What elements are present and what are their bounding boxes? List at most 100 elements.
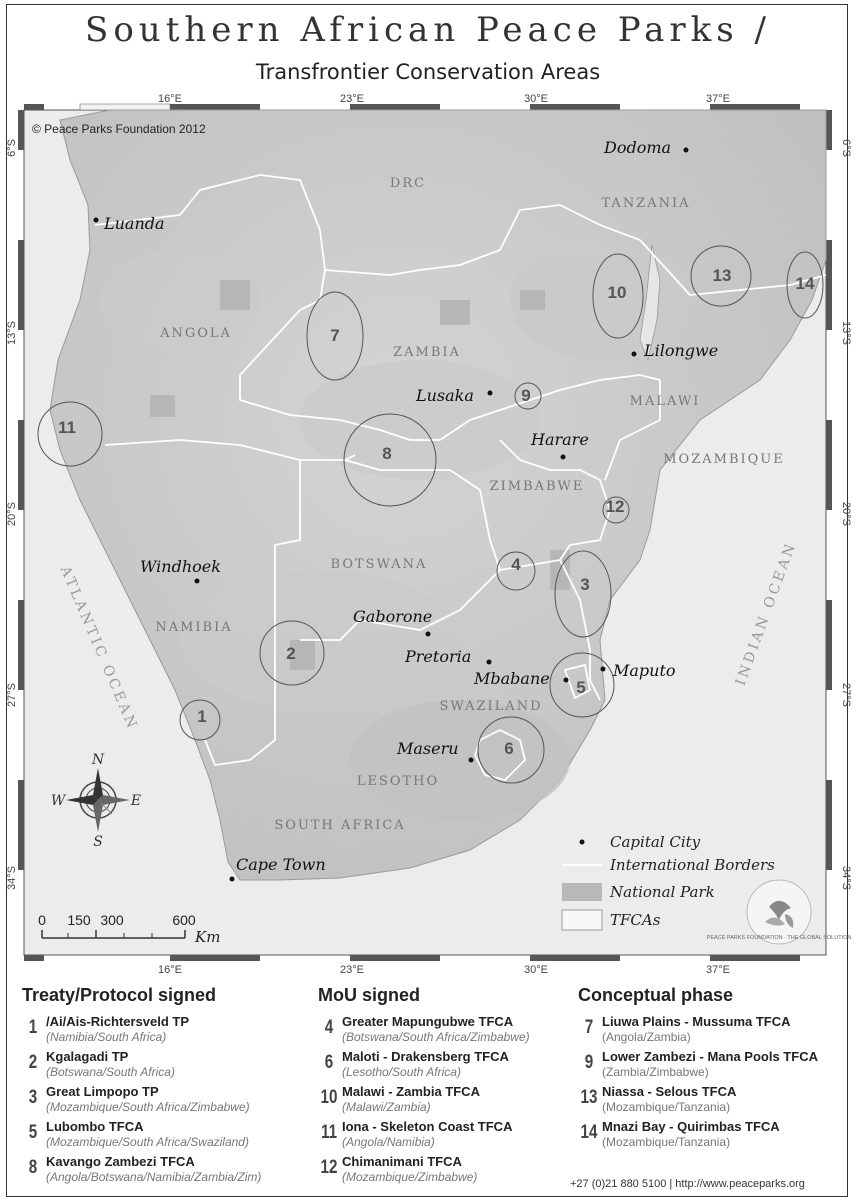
tfca-marker: 5 xyxy=(576,678,585,697)
tfca-marker: 8 xyxy=(382,444,391,463)
capital-label: Maseru xyxy=(396,739,459,758)
compass-rose-icon: N S E W xyxy=(51,752,141,850)
country-label: DRC xyxy=(390,176,426,191)
svg-text:27°S: 27°S xyxy=(6,683,18,707)
svg-text:150: 150 xyxy=(67,912,91,928)
svg-text:13°S: 13°S xyxy=(6,321,18,345)
svg-text:20°S: 20°S xyxy=(6,502,18,526)
svg-text:13°S: 13°S xyxy=(840,321,852,345)
legend-item: 10 Malawi - Zambia TFCA (Malawi/Zambia) xyxy=(320,1084,480,1114)
legend-item: 3 Great Limpopo TP (Mozambique/South Afr… xyxy=(28,1084,250,1114)
tfca-circles xyxy=(37,245,824,784)
country-label: SOUTH AFRICA xyxy=(274,818,405,833)
svg-text:Capital City: Capital City xyxy=(610,833,701,851)
svg-text:600: 600 xyxy=(172,912,196,928)
country-label: NAMIBIA xyxy=(155,620,232,635)
capital-label: Pretoria xyxy=(404,647,471,666)
legend-item: 1 /Ai/Ais-Richtersveld TP (Namibia/South… xyxy=(28,1014,190,1044)
svg-text:Km: Km xyxy=(194,928,220,946)
capital-labels: Dodoma Luanda Lilongwe Lusaka Harare Win… xyxy=(103,138,718,874)
svg-text:TFCAs: TFCAs xyxy=(610,911,661,929)
legend-item: 12 Chimanimani TFCA (Mozambique/Zimbabwe… xyxy=(320,1154,478,1184)
svg-text:16°E: 16°E xyxy=(158,964,182,976)
svg-text:N: N xyxy=(91,752,105,768)
svg-text:30°E: 30°E xyxy=(524,964,548,976)
legend-item: 13 Niassa - Selous TFCA (Mozambique/Tanz… xyxy=(580,1084,737,1114)
svg-text:6°S: 6°S xyxy=(840,139,852,157)
svg-text:23°E: 23°E xyxy=(340,964,364,976)
international-borders xyxy=(94,174,827,781)
legend-item: 4 Greater Mapungubwe TFCA (Botswana/Sout… xyxy=(324,1014,530,1044)
svg-text:34°S: 34°S xyxy=(840,866,852,890)
tfca-marker: 12 xyxy=(606,497,625,516)
tfca-numbers: 1 2 3 4 5 6 7 8 9 10 11 12 13 14 xyxy=(58,266,815,758)
legend-heading: Treaty/Protocol signed xyxy=(22,985,217,1005)
country-labels: DRC TANZANIA ANGOLA ZAMBIA MALAWI MOZAMB… xyxy=(155,176,785,833)
svg-text:27°S: 27°S xyxy=(840,683,852,707)
tfca-marker: 3 xyxy=(580,575,589,594)
tfca-marker: 10 xyxy=(608,283,627,302)
svg-text:National Park: National Park xyxy=(609,883,715,901)
legend-conceptual: Conceptual phase 7 Liuwa Plains - Mussum… xyxy=(578,985,848,1154)
svg-text:PEACE PARKS FOUNDATION · THE G: PEACE PARKS FOUNDATION · THE GLOBAL SOLU… xyxy=(707,935,852,941)
page-title: Southern African Peace Parks / xyxy=(85,10,771,50)
capital-label: Cape Town xyxy=(236,855,326,874)
lake-malawi xyxy=(639,244,661,362)
legend-heading: MoU signed xyxy=(318,985,420,1005)
capital-label: Mbabane xyxy=(473,669,550,688)
legend-mou: MoU signed 4 Greater Mapungubwe TFCA (Bo… xyxy=(318,985,598,1189)
scale-bar: 0 150 300 600 Km xyxy=(38,912,220,946)
graticule-labels: 16°E 23°E 30°E 37°E 16°E 23°E 30°E 37°E … xyxy=(6,93,852,976)
svg-text:S: S xyxy=(93,834,103,850)
svg-text:37°E: 37°E xyxy=(706,964,730,976)
legend-treaty: Treaty/Protocol signed 1 /Ai/Ais-Richter… xyxy=(22,985,302,1189)
capital-label: Lilongwe xyxy=(643,341,718,360)
country-label: ZIMBABWE xyxy=(490,479,585,494)
graticule-bars xyxy=(18,103,832,961)
copyright-text: © Peace Parks Foundation 2012 xyxy=(32,122,206,136)
legend-item: 14 Mnazi Bay - Quirimbas TFCA (Mozambiqu… xyxy=(580,1119,780,1149)
country-label: LESOTHO xyxy=(357,774,439,789)
legend-item: 7 Liuwa Plains - Mussuma TFCA (Angola/Za… xyxy=(584,1014,791,1044)
svg-text:6°S: 6°S xyxy=(6,139,18,157)
capital-label: Harare xyxy=(530,430,589,449)
tfca-marker: 2 xyxy=(286,644,295,663)
svg-text:23°E: 23°E xyxy=(340,93,364,105)
peace-parks-logo: PEACE PARKS FOUNDATION · THE GLOBAL SOLU… xyxy=(707,879,852,945)
svg-text:E: E xyxy=(130,793,141,809)
svg-text:37°E: 37°E xyxy=(706,93,730,105)
capital-dots xyxy=(93,147,689,882)
tfca-marker: 11 xyxy=(58,418,76,437)
legend-item: 6 Maloti - Drakensberg TFCA (Lesotho/Sou… xyxy=(324,1049,509,1079)
legend-heading: Conceptual phase xyxy=(578,985,734,1005)
map-legend: Capital City International Borders Natio… xyxy=(561,833,775,931)
legend-item: 8 Kavango Zambezi TFCA (Angola/Botswana/… xyxy=(28,1154,262,1184)
country-label: ZAMBIA xyxy=(393,345,461,360)
tfca-marker: 6 xyxy=(504,739,513,758)
tfca-marker: 14 xyxy=(796,274,815,293)
capital-label: Lusaka xyxy=(415,386,474,405)
country-label: BOTSWANA xyxy=(331,557,428,572)
tfca-marker: 4 xyxy=(511,555,521,574)
capital-label: Luanda xyxy=(103,214,165,233)
country-label: MOZAMBIQUE xyxy=(663,452,785,467)
svg-text:20°S: 20°S xyxy=(840,502,852,526)
country-label: SWAZILAND xyxy=(440,699,543,714)
capital-label: Gaborone xyxy=(353,607,432,626)
country-label: ANGOLA xyxy=(159,326,232,341)
tfca-marker: 7 xyxy=(330,326,339,345)
legend-item: 11 Iona - Skeleton Coast TFCA (Angola/Na… xyxy=(320,1119,513,1149)
capital-label: Windhoek xyxy=(140,557,221,576)
legend-item: 9 Lower Zambezi - Mana Pools TFCA (Zambi… xyxy=(584,1049,818,1079)
svg-text:34°S: 34°S xyxy=(6,866,18,890)
svg-text:300: 300 xyxy=(100,912,124,928)
svg-text:W: W xyxy=(51,793,67,809)
svg-text:0: 0 xyxy=(38,912,46,928)
tfca-marker: 9 xyxy=(521,386,530,405)
svg-text:30°E: 30°E xyxy=(524,93,548,105)
page-subtitle: Transfrontier Conservation Areas xyxy=(255,60,601,84)
svg-text:16°E: 16°E xyxy=(158,93,182,105)
legend-item: 2 Kgalagadi TP (Botswana/South Africa) xyxy=(28,1049,175,1079)
map-frame xyxy=(6,4,848,1197)
